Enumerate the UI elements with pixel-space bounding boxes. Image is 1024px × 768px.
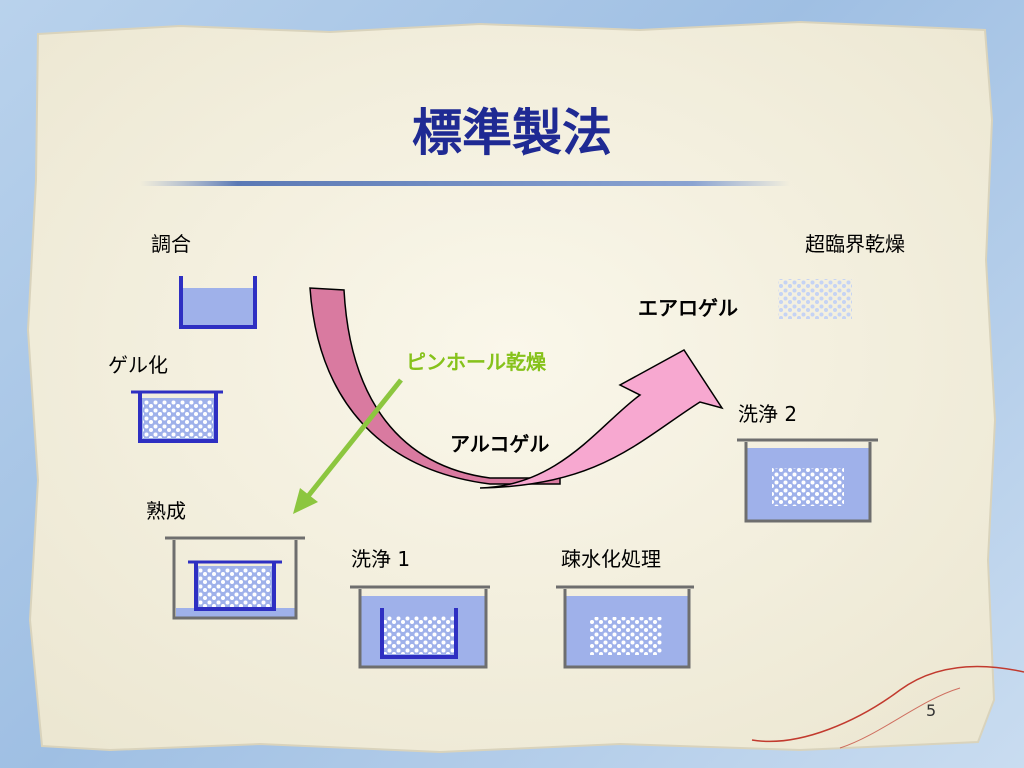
label-supercritical: 超臨界乾燥	[805, 232, 905, 256]
wash2-container	[737, 438, 878, 523]
aging-container	[165, 536, 305, 620]
gelation-container	[131, 390, 223, 443]
process-arrow-light	[479, 349, 724, 489]
label-wash1: 洗浄 1	[351, 547, 411, 571]
label-gelation: ゲル化	[108, 353, 168, 377]
page-number: 5	[926, 701, 937, 720]
label-aging: 熟成	[146, 499, 186, 523]
wash1-container	[350, 585, 490, 669]
thread-decoration	[751, 665, 1024, 743]
aerogel-block	[778, 279, 852, 319]
label-aerogel: エアロゲル	[638, 296, 738, 320]
process-arrow-dark	[309, 287, 561, 485]
title-underline	[140, 181, 790, 186]
hydrophobic-container	[556, 585, 694, 669]
label-pinhole-drying: ピンホール乾燥	[406, 350, 546, 374]
label-hydrophobic: 疎水化処理	[561, 547, 661, 571]
label-wash2: 洗浄 2	[738, 402, 798, 426]
label-alcogel: アルコゲル	[450, 432, 550, 456]
label-mixing: 調合	[151, 232, 191, 256]
thread-decoration-2	[839, 687, 961, 749]
mixing-container	[179, 276, 257, 329]
slide-title: 標準製法	[412, 103, 612, 162]
pinhole-arrow	[293, 378, 403, 514]
